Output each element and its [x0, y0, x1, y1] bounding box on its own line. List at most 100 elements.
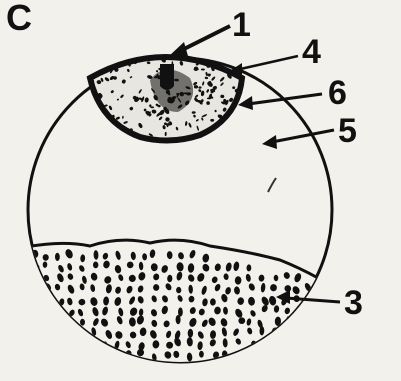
dot: [79, 363, 85, 370]
dot: [47, 349, 53, 356]
dot: [19, 296, 27, 306]
dot: [188, 329, 193, 338]
dot: [322, 364, 328, 372]
dot: [309, 329, 316, 338]
speckle: [228, 60, 233, 65]
speckle: [117, 132, 121, 135]
dot: [33, 297, 41, 305]
speckle: [234, 130, 238, 135]
dot: [251, 351, 257, 359]
speckle: [220, 131, 224, 137]
dot: [334, 318, 341, 328]
dot: [257, 350, 263, 359]
dot: [22, 352, 29, 362]
dot: [232, 359, 241, 368]
dot: [54, 337, 63, 347]
speckle: [90, 136, 95, 140]
speckle: [92, 123, 95, 126]
speckle: [213, 134, 218, 139]
speckle: [106, 132, 110, 136]
speckle: [214, 52, 218, 56]
dot: [90, 348, 98, 357]
label-4: 4: [302, 33, 321, 71]
speckle: [96, 63, 99, 65]
dot: [140, 359, 149, 369]
speckle: [98, 49, 101, 52]
dot: [52, 305, 60, 313]
speckle: [235, 57, 239, 60]
dot: [30, 362, 36, 370]
dot: [286, 342, 293, 351]
speckle: [95, 118, 99, 122]
dot: [67, 338, 77, 349]
speckle: [105, 57, 108, 61]
speckle: [111, 48, 117, 53]
dot: [295, 359, 302, 368]
dot: [317, 304, 325, 313]
dot: [294, 353, 301, 362]
dot: [30, 327, 36, 336]
dot: [46, 329, 52, 336]
dot: [23, 262, 29, 270]
dot: [184, 364, 192, 372]
speckle: [117, 56, 122, 60]
speckle: [112, 48, 116, 53]
speckle: [137, 140, 140, 144]
dot: [244, 363, 254, 373]
dot: [309, 316, 318, 325]
label-5: 5: [338, 112, 357, 150]
speckle: [113, 58, 116, 62]
dot: [53, 320, 60, 329]
cap-notch: [160, 64, 174, 90]
dot: [211, 360, 219, 369]
dot: [21, 272, 29, 281]
speckle: [190, 142, 195, 147]
speckle: [233, 123, 239, 129]
label-1: 1: [232, 6, 251, 44]
speckle: [117, 54, 122, 58]
dot: [20, 340, 28, 348]
dot: [28, 285, 36, 294]
dot: [223, 360, 232, 370]
dot: [319, 327, 326, 335]
dot: [42, 306, 48, 314]
dot: [42, 295, 50, 305]
speckle: [133, 49, 138, 54]
dot: [33, 318, 39, 328]
dot: [164, 363, 172, 372]
dot: [271, 351, 279, 360]
dot: [21, 287, 26, 295]
dotted-mass: [18, 240, 341, 373]
speckle: [106, 50, 111, 56]
pointer-arrow-5: [262, 130, 334, 149]
dot: [21, 363, 26, 371]
dot: [333, 362, 341, 372]
dot: [306, 306, 312, 314]
dot: [330, 284, 338, 293]
speckle: [187, 51, 190, 54]
panel-letter: C: [6, 0, 32, 38]
speckle: [214, 134, 217, 137]
pointer-arrow-4: [228, 56, 298, 76]
speckle: [113, 139, 119, 144]
speckle: [114, 131, 117, 135]
dot: [78, 348, 85, 357]
dot: [42, 362, 49, 370]
dot: [70, 350, 75, 357]
label-6: 6: [328, 74, 347, 112]
dot: [43, 254, 49, 261]
speckle: [114, 49, 121, 56]
dot: [270, 361, 279, 371]
dot: [257, 363, 264, 373]
dot: [149, 362, 157, 371]
speckle: [103, 122, 106, 125]
speckle: [234, 133, 237, 138]
speckle: [209, 53, 215, 58]
speckle: [235, 134, 241, 140]
speckle: [220, 57, 223, 60]
dot: [22, 330, 29, 340]
speckle: [209, 53, 213, 56]
speckle: [218, 133, 223, 138]
dot: [127, 358, 136, 369]
label-3: 3: [344, 284, 363, 322]
